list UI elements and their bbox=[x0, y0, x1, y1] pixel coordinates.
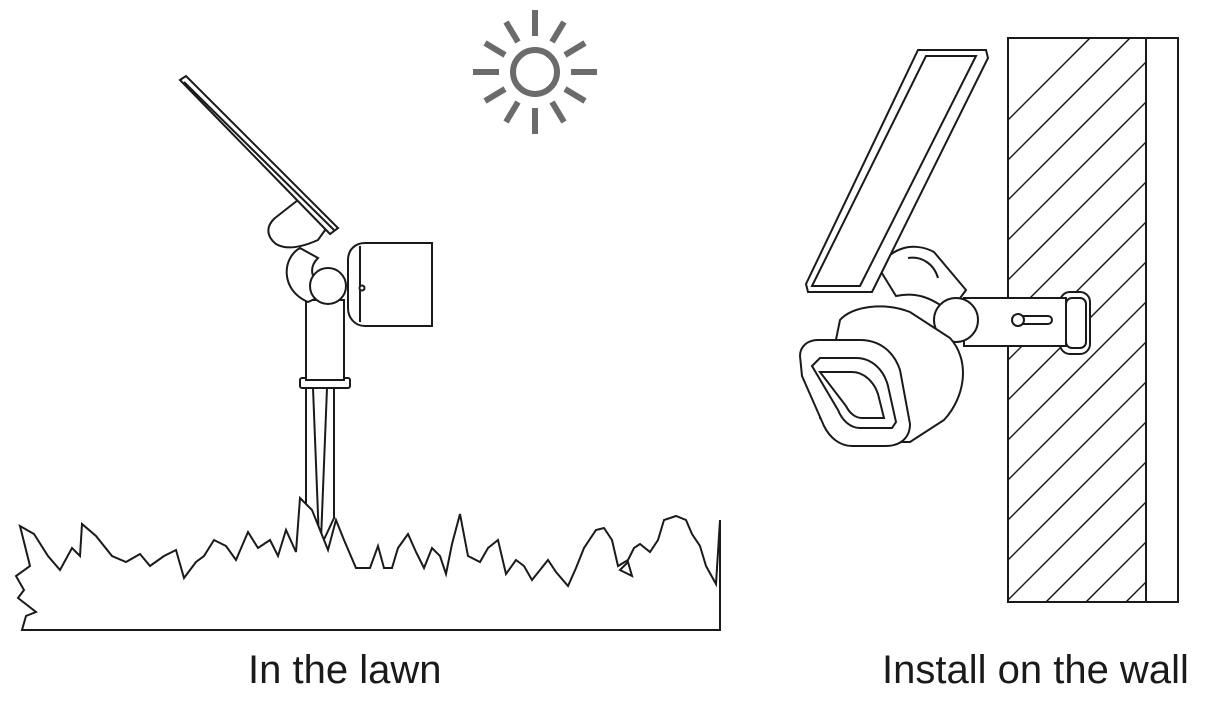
ball-joint bbox=[309, 267, 347, 305]
mount-arm bbox=[963, 297, 1067, 347]
wall-installation bbox=[798, 37, 1179, 603]
grass bbox=[14, 495, 721, 631]
ball-joint bbox=[933, 297, 979, 343]
caption-lawn: In the lawn bbox=[248, 648, 442, 692]
solar-panel bbox=[804, 49, 990, 293]
caption-wall: Install on the wall bbox=[882, 648, 1189, 692]
light-pole bbox=[305, 299, 345, 381]
sun-icon bbox=[473, 10, 597, 134]
lamp-head bbox=[798, 305, 964, 447]
lawn-installation bbox=[14, 74, 721, 631]
wall-mount-plate bbox=[1059, 291, 1091, 355]
panel-bracket bbox=[267, 198, 330, 249]
lamp-head bbox=[347, 242, 433, 327]
